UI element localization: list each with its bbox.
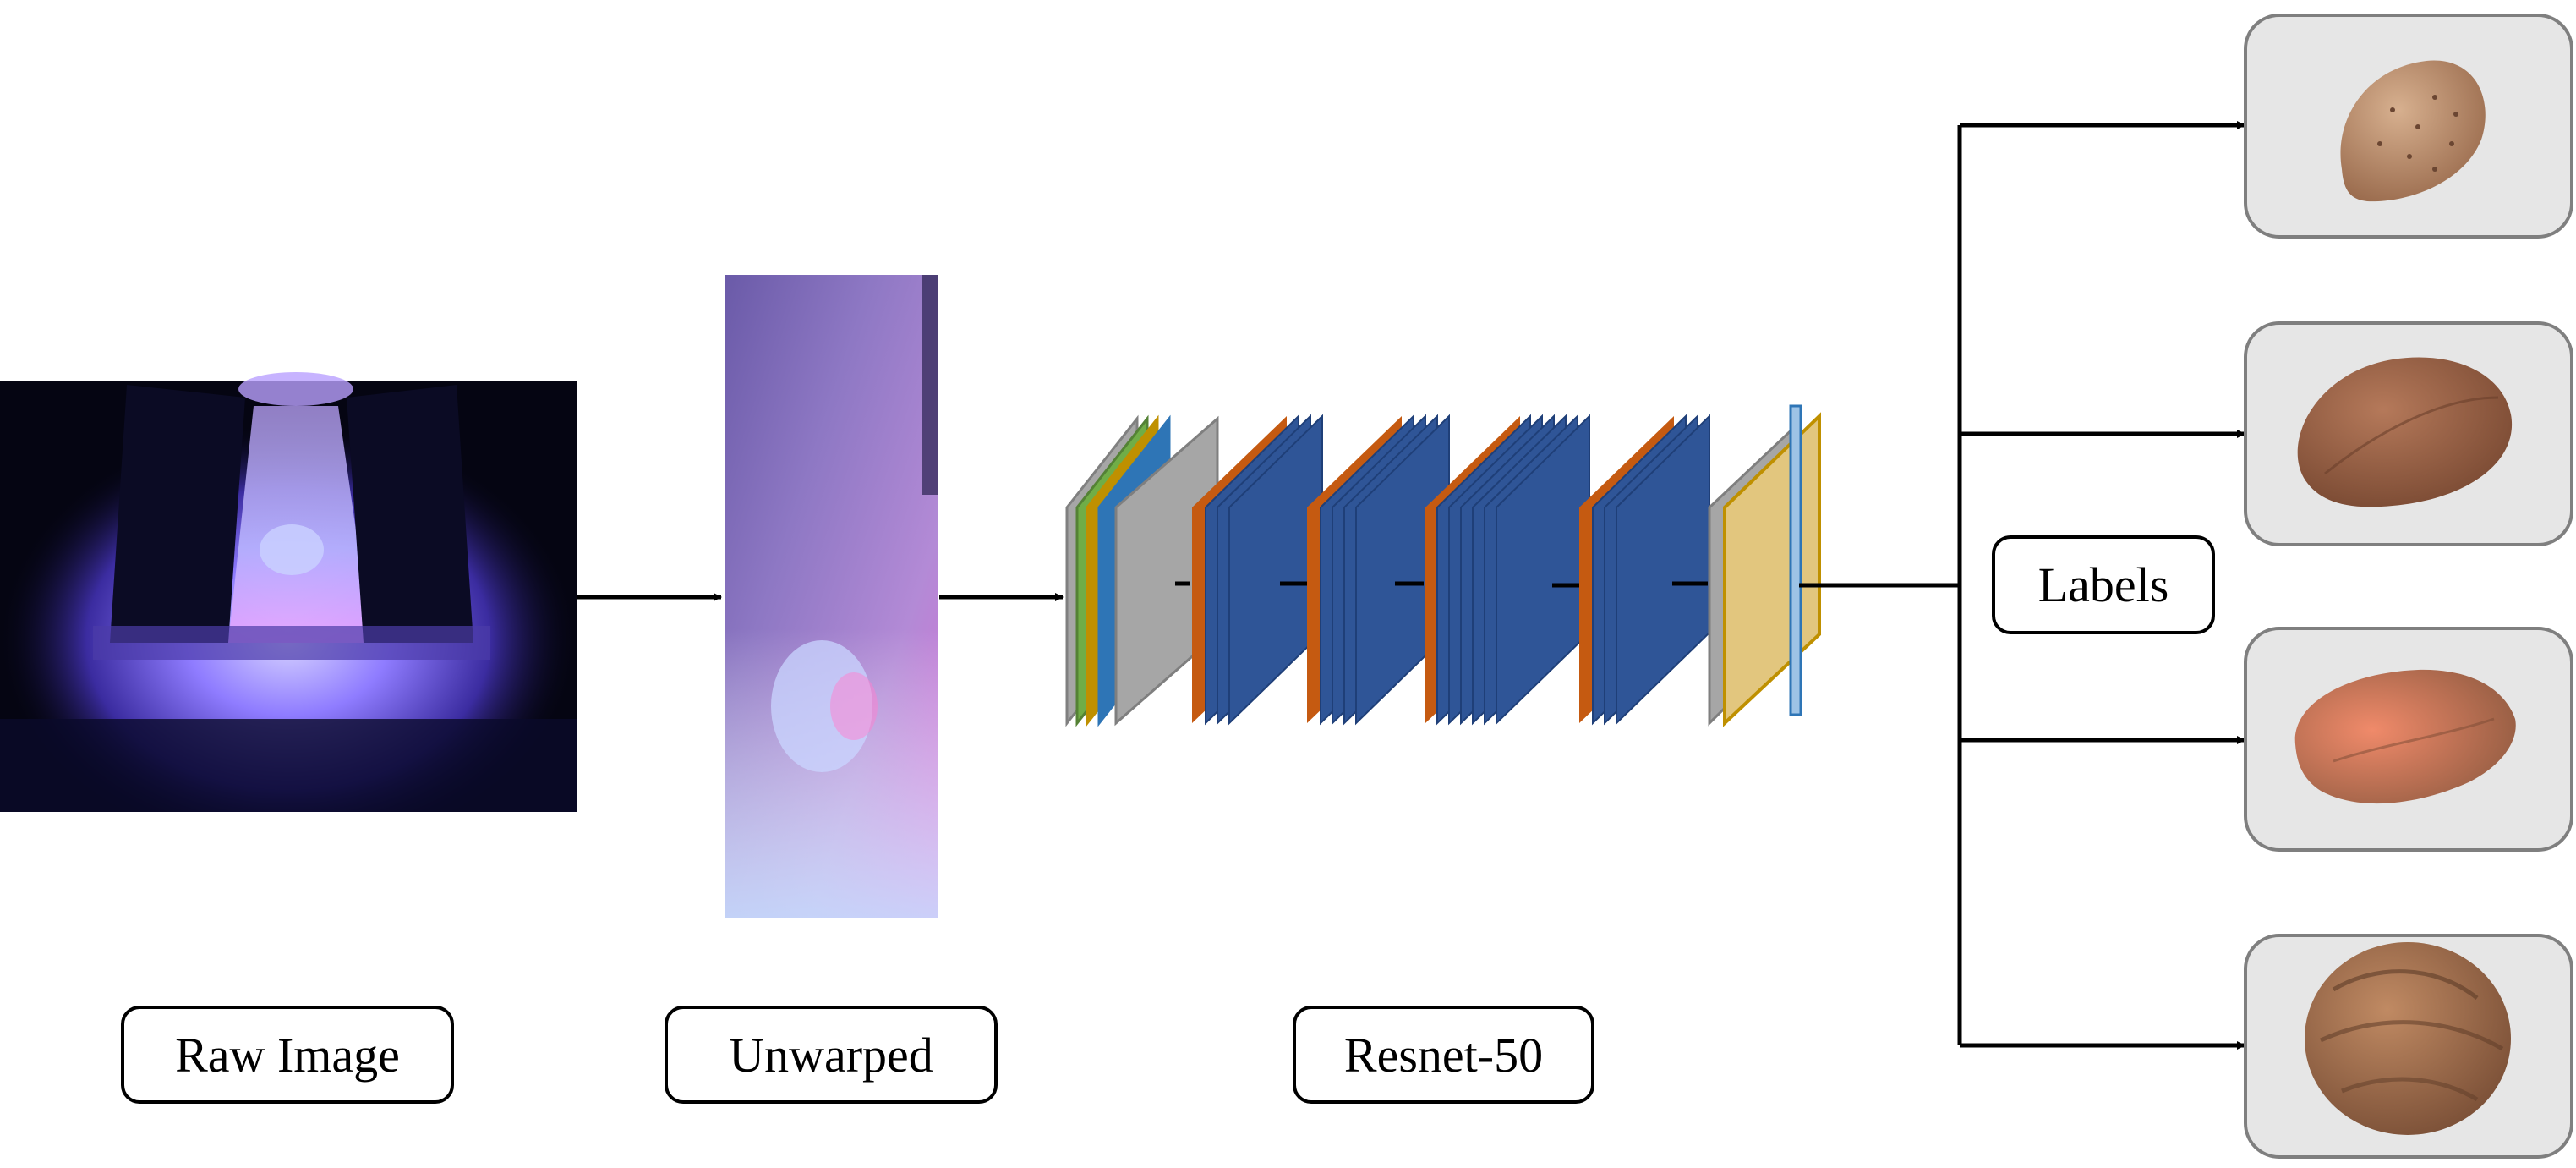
labels-label: Labels [1992, 535, 2215, 634]
almond-icon [2340, 60, 2486, 202]
resnet-layers [1065, 404, 1821, 727]
raw-image-label: Raw Image [121, 1006, 454, 1104]
walnut-icon [2305, 942, 2511, 1135]
pecan-icon [2294, 669, 2516, 804]
nut-card-almond [2244, 14, 2573, 239]
output-branches [1799, 121, 2245, 1050]
brazil-nut-icon [2297, 357, 2513, 507]
nut-card-walnut [2244, 934, 2573, 1159]
nut-card-pecan [2244, 627, 2573, 852]
unwarped-label: Unwarped [665, 1006, 998, 1104]
raw-image-photo [0, 372, 577, 812]
nut-card-brazil [2244, 321, 2573, 546]
resnet-label: Resnet-50 [1293, 1006, 1594, 1104]
unwarped-strip-photo [725, 275, 938, 918]
